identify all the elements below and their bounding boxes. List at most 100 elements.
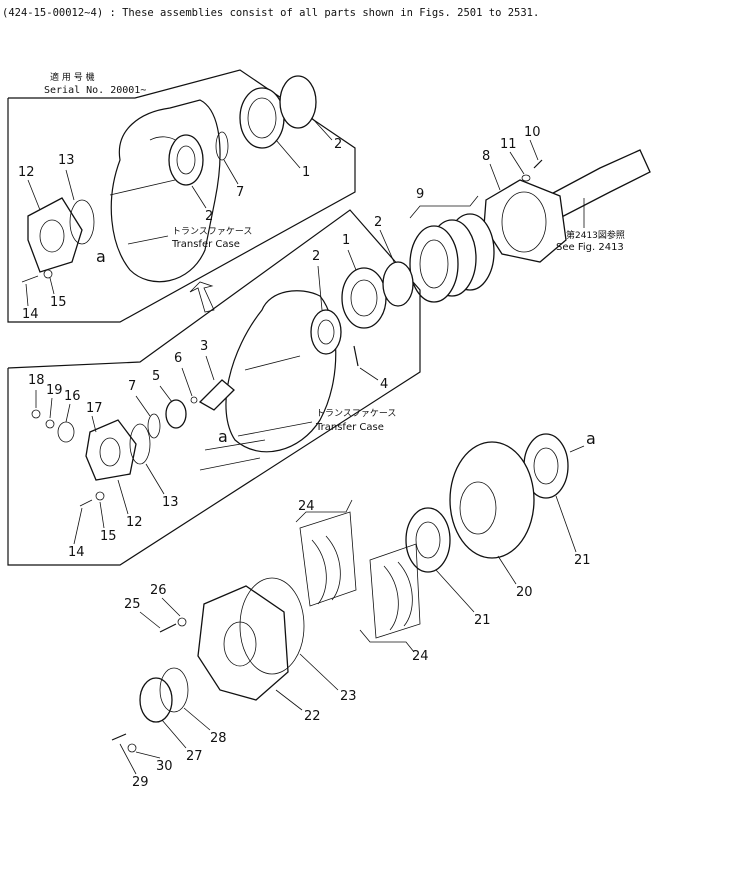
callout-27: 27: [186, 749, 203, 764]
leader-8: [489, 163, 501, 191]
bearing-21-left: [405, 507, 451, 573]
bolt-29: [111, 733, 127, 741]
top-bearing-front-bore: [176, 145, 196, 175]
leader-19: [49, 397, 53, 419]
callout-21-a: 21: [574, 553, 591, 568]
callout-10: 10: [524, 125, 541, 140]
top-arrow: [189, 281, 215, 313]
mid-gear-hub: [350, 279, 378, 317]
top-ref-a: a: [96, 247, 106, 266]
bolt-25: [159, 623, 177, 633]
mid-case-jp: トランスファケース: [316, 408, 396, 419]
leader-3: [205, 355, 215, 381]
mid-case-hatch-2: [204, 439, 266, 451]
callout-2-top-a: 2: [334, 137, 342, 152]
leader-15-top: [49, 277, 55, 295]
mid-oring: [129, 423, 151, 465]
leader-25: [139, 611, 161, 629]
top-cover-boss: [39, 219, 65, 253]
top-transfer-case: [110, 99, 221, 283]
callout-12-top: 12: [18, 165, 35, 180]
gear-20: [449, 441, 535, 559]
washer-19: [45, 419, 55, 429]
callout-15-mid: 15: [100, 529, 117, 544]
ball-6: [190, 396, 198, 404]
callout-12-mid: 12: [126, 515, 143, 530]
washer-30: [127, 743, 137, 753]
washer-26: [177, 617, 187, 627]
leader-7-top: [223, 159, 239, 185]
pin-4: [353, 345, 359, 367]
top-gear-hub: [247, 97, 277, 139]
callout-28: 28: [210, 731, 227, 746]
leader-14-mid: [73, 507, 83, 545]
gear-20-hub: [459, 481, 497, 535]
top-washer: [43, 269, 53, 279]
callout-1-mid: 1: [342, 233, 350, 248]
leader-7-mid: [135, 395, 151, 417]
top-inset-frame: [7, 69, 356, 323]
callout-25: 25: [124, 597, 141, 612]
leader-28: [183, 707, 211, 731]
leader-12-mid: [117, 479, 129, 515]
callout-13-top: 13: [58, 153, 75, 168]
callout-24-a: 24: [298, 499, 315, 514]
callout-14-top: 14: [22, 307, 39, 322]
mid-washer: [95, 491, 105, 501]
bracket-24-lower: [359, 629, 415, 653]
serial-jp: 適 用 号 機: [50, 71, 95, 83]
shaft-3: [198, 379, 235, 411]
shift-fork-24-lower-arm1: [383, 565, 399, 631]
header-line: (424-15-00012~4) : These assemblies cons…: [2, 7, 539, 19]
shift-fork-24-upper: [299, 511, 357, 607]
bearing-21-left-bore: [415, 521, 441, 559]
leader-13-mid: [145, 463, 165, 495]
callout-2-top-b: 2: [205, 209, 213, 224]
leader-2-top-a: [311, 117, 333, 141]
mid-bearing-rear: [382, 261, 414, 307]
clutch-pack-front: [409, 225, 459, 303]
callout-11: 11: [500, 137, 517, 152]
callout-8: 8: [482, 149, 490, 164]
callout-18: 18: [28, 373, 45, 388]
mid-case-en: Transfer Case: [315, 422, 384, 433]
leader-5: [159, 385, 173, 403]
mid-bearing-front-bore: [317, 319, 335, 345]
top-gear: [239, 87, 285, 149]
top-bearing-front: [168, 134, 204, 186]
leader-4: [359, 367, 379, 381]
leader-15-mid: [99, 501, 105, 529]
mid-bearing-front: [310, 309, 342, 355]
top-snap-ring: [215, 131, 229, 161]
leader-30: [135, 751, 161, 759]
shift-fork-24-upper-arm2: [325, 535, 341, 601]
shift-fork-24-upper-arm1: [311, 539, 327, 605]
mid-cover: [85, 419, 137, 481]
leader-1-mid: [347, 249, 357, 271]
lower-ref-a: a: [586, 429, 596, 448]
callout-23: 23: [340, 689, 357, 704]
leader-22: [275, 689, 303, 711]
leader-16: [65, 403, 71, 423]
leader-26: [161, 597, 181, 617]
housing-22: [197, 585, 289, 701]
mid-inset-frame: [7, 209, 421, 566]
mid-shaft-line: [244, 355, 301, 371]
callout-13-mid: 13: [162, 495, 179, 510]
shift-fork-24-lower: [369, 543, 421, 639]
leader-11: [509, 151, 525, 175]
leader-2-top-b: [191, 185, 207, 209]
leader-23: [299, 653, 339, 691]
callout-3: 3: [200, 339, 208, 354]
refer-jp: 第2413図参照: [566, 229, 625, 241]
callout-4: 4: [380, 377, 388, 392]
leader-13-top: [65, 169, 75, 201]
callout-1-top: 1: [302, 165, 310, 180]
mid-ref-a: a: [218, 427, 228, 446]
leader-10: [529, 139, 539, 161]
bracket-9: [409, 195, 479, 219]
leader-17: [91, 415, 97, 433]
gasket-23: [239, 577, 305, 675]
top-oring: [69, 199, 95, 245]
